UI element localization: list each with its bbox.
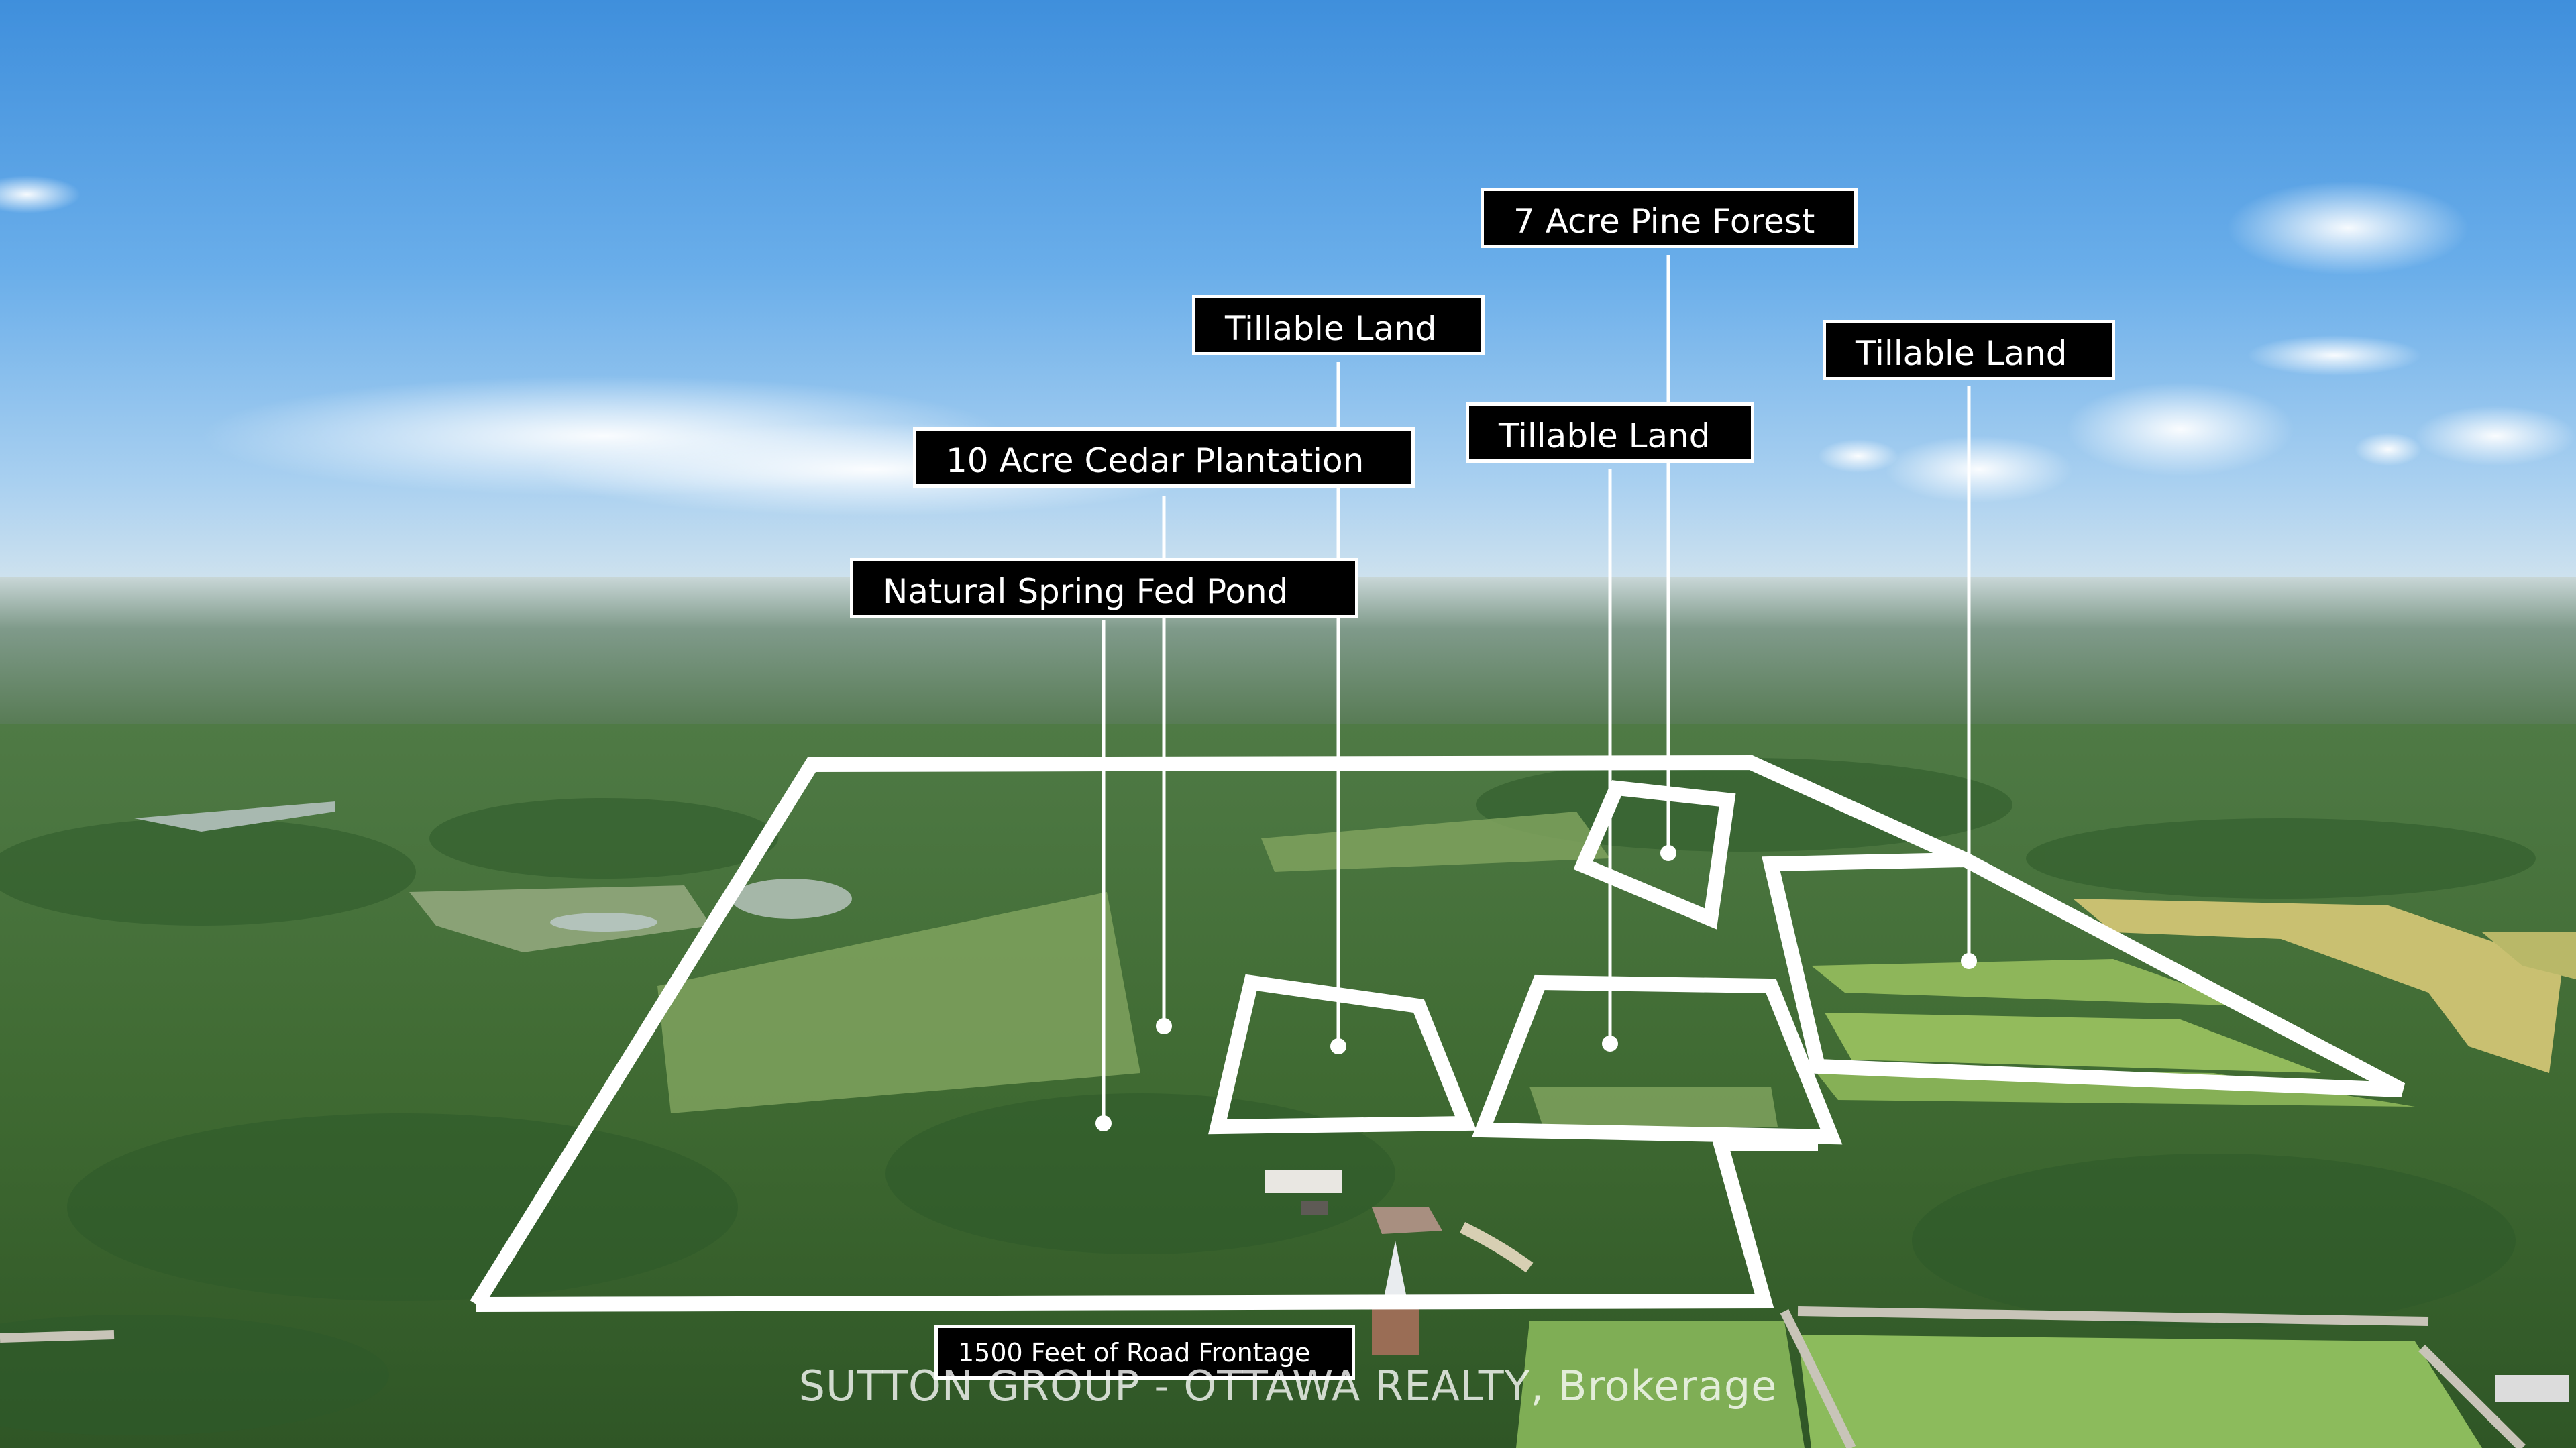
label-spring-pond: Natural Spring Fed Pond — [850, 558, 1358, 618]
marker-dot-tillable-mid — [1602, 1036, 1618, 1052]
tillable-parcel-center — [1208, 974, 1477, 1135]
brokerage-watermark: SUTTON GROUP - OTTAWA REALTY, Brokerage — [798, 1361, 1778, 1410]
label-road-frontage: 1500 Feet of Road Frontage — [934, 1325, 1355, 1380]
label-cedar-plantation: 10 Acre Cedar Plantation — [913, 427, 1415, 488]
tillable-parcel-mid — [1472, 974, 1843, 1145]
marker-dot-pine-forest — [1660, 845, 1676, 861]
marker-dot-tillable-right — [1961, 953, 1977, 969]
label-tillable-mid: Tillable Land — [1466, 402, 1754, 463]
label-tillable-center: Tillable Land — [1192, 295, 1485, 355]
outer-property-outline — [470, 755, 2406, 1308]
marker-dot-tillable-center — [1330, 1038, 1346, 1054]
lower-property-outline — [476, 1136, 1818, 1312]
marker-dot-cedar-plantation — [1156, 1018, 1172, 1034]
label-pine-forest: 7 Acre Pine Forest — [1481, 188, 1858, 248]
pine-forest-parcel — [1573, 780, 1736, 930]
label-tillable-right: Tillable Land — [1823, 320, 2115, 380]
marker-dot-spring-pond — [1095, 1115, 1112, 1131]
